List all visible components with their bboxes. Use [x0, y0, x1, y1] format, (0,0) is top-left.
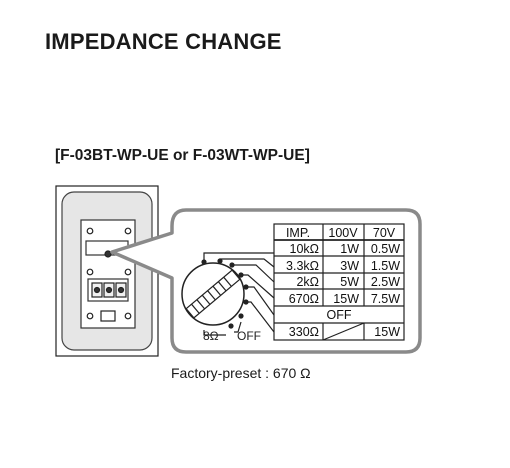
table-cell: 330Ω: [289, 325, 319, 339]
factory-preset-caption: Factory-preset : 670 Ω: [171, 365, 311, 381]
terminal-panel: [55, 185, 159, 357]
dial-label-off: OFF: [237, 329, 261, 343]
selector-position-dots: [201, 258, 249, 329]
table-cell: 5W: [340, 275, 359, 289]
table-header-imp: IMP.: [286, 226, 310, 240]
zoom-callout: [110, 208, 422, 354]
model-subtitle: [F-03BT-WP-UE or F-03WT-WP-UE]: [55, 147, 310, 164]
impedance-selector-dial: [181, 262, 245, 326]
table-cell: 15W: [374, 325, 400, 339]
table-cell: 10kΩ: [290, 242, 320, 256]
table-cell: 670Ω: [289, 292, 319, 306]
impedance-table: IMP. 100V 70V 10kΩ 1W 0.5W 3.3kΩ 3W 1.5W…: [273, 223, 405, 341]
table-off-row: OFF: [327, 308, 352, 322]
table-cell: 2kΩ: [296, 275, 319, 289]
table-cell: 2.5W: [371, 275, 400, 289]
table-cell: 1.5W: [371, 259, 400, 273]
dial-label-8ohm: 8Ω: [203, 329, 219, 343]
table-cell: 15W: [333, 292, 359, 306]
table-cell: 1W: [340, 242, 359, 256]
table-header-100v: 100V: [328, 226, 358, 240]
table-header-70v: 70V: [373, 226, 396, 240]
table-cell: 3.3kΩ: [286, 259, 319, 273]
page-title: IMPEDANCE CHANGE: [45, 29, 282, 54]
table-cell: 0.5W: [371, 242, 400, 256]
table-cell: 7.5W: [371, 292, 400, 306]
table-cell: 3W: [340, 259, 359, 273]
